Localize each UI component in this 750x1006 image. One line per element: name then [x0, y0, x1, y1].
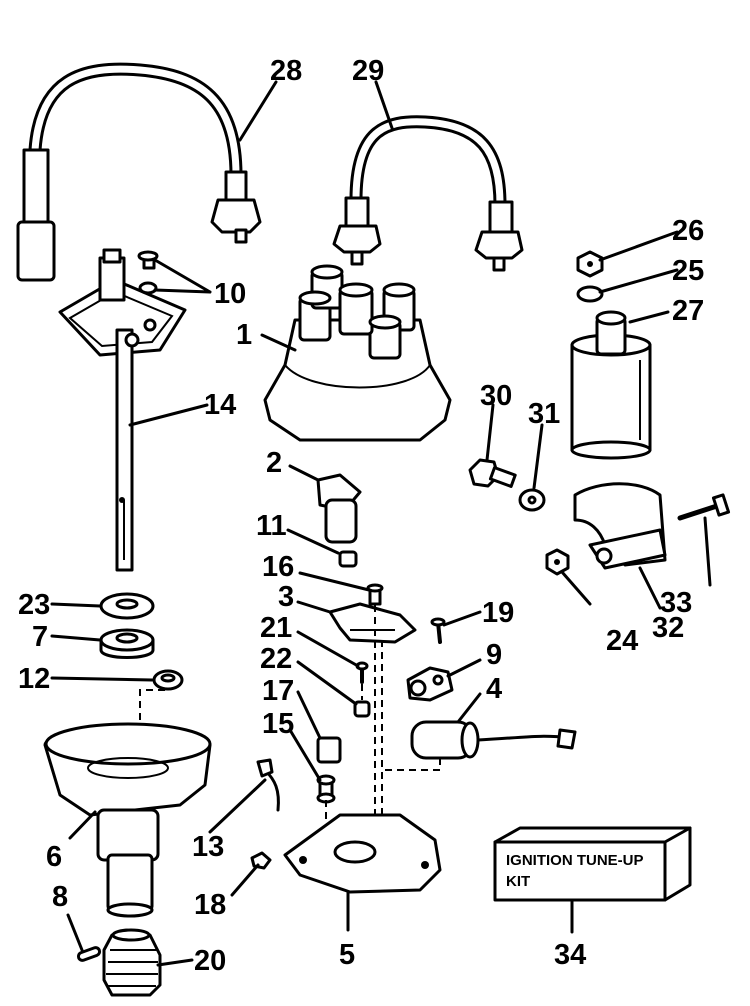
part-29-spark-plug-wire [332, 115, 524, 272]
callout-5: 5 [339, 939, 355, 971]
part-27-ignition-coil [570, 310, 652, 460]
part-2-rotor [316, 473, 362, 544]
callout-18: 18 [194, 889, 226, 921]
part-16-screw [366, 583, 384, 606]
callout-24: 24 [606, 625, 638, 657]
callout-22: 22 [260, 643, 292, 675]
callout-27: 27 [672, 295, 704, 327]
part-15-pivot [316, 774, 336, 804]
callout-8: 8 [52, 881, 68, 913]
part-13-lead-wire [256, 758, 280, 812]
part-10-screw-washer [137, 250, 159, 295]
part-19-screw [430, 617, 446, 644]
callout-19: 19 [482, 597, 514, 629]
part-33-screw [677, 493, 731, 521]
part-32-coil-bracket [573, 482, 667, 570]
callout-7: 7 [32, 621, 48, 653]
leader-lines [50, 80, 712, 967]
callout-3: 3 [278, 581, 294, 613]
callout-31: 31 [528, 398, 560, 430]
callout-9: 9 [486, 639, 502, 671]
callout-15: 15 [262, 708, 294, 740]
part-4-condenser [385, 720, 577, 771]
kit-label-line-2: KIT [506, 873, 530, 890]
kit-label-line-1: IGNITION TUNE-UP [506, 852, 644, 869]
part-1-distributor-cap [263, 264, 452, 442]
callout-29: 29 [352, 55, 384, 87]
callout-21: 21 [260, 612, 292, 644]
part-7-thrust-washer [99, 628, 155, 659]
part-22-bushing [353, 700, 371, 718]
part-9-clamp [406, 666, 454, 702]
part-8-pin [76, 946, 102, 962]
callout-23: 23 [18, 589, 50, 621]
callout-28: 28 [270, 55, 302, 87]
callout-20: 20 [194, 945, 226, 977]
callout-10: 10 [214, 278, 246, 310]
callout-12: 12 [18, 663, 50, 695]
callout-17: 17 [262, 675, 294, 707]
callout-1: 1 [236, 319, 252, 351]
part-11-felt [338, 550, 358, 568]
callout-2: 2 [266, 447, 282, 479]
callout-30: 30 [480, 380, 512, 412]
part-20-drive-gear [102, 928, 162, 997]
part-31-washer [518, 488, 546, 512]
callout-25: 25 [672, 255, 704, 287]
part-34-tune-up-kit-box: IGNITION TUNE-UP KIT [493, 826, 692, 902]
part-25-washer [576, 285, 604, 303]
part-3-contact-points [328, 602, 417, 644]
part-26-nut [576, 250, 604, 278]
callout-16: 16 [262, 551, 294, 583]
callout-13: 13 [192, 831, 224, 863]
part-12-seal [152, 669, 184, 691]
callout-4: 4 [486, 673, 502, 705]
callout-14: 14 [204, 389, 236, 421]
callout-33: 33 [660, 587, 692, 619]
callout-32: 32 [652, 612, 684, 644]
part-24-nut [545, 548, 570, 576]
part-18-screw [250, 851, 272, 870]
part-30-bolt [468, 458, 517, 488]
callout-6: 6 [46, 841, 62, 873]
part-6-distributor-housing [43, 722, 212, 918]
part-28-spark-plug-wire [16, 62, 262, 282]
part-14-distributor-shaft [58, 248, 187, 572]
callout-26: 26 [672, 215, 704, 247]
part-17-cam-follower [316, 736, 342, 764]
part-5-breaker-plate [283, 813, 442, 894]
part-23-washer [99, 592, 155, 620]
callout-labels: 28 29 26 25 10 27 1 30 31 14 2 11 16 3 2… [18, 55, 704, 977]
callout-34: 34 [554, 939, 586, 971]
callout-11: 11 [256, 510, 287, 542]
